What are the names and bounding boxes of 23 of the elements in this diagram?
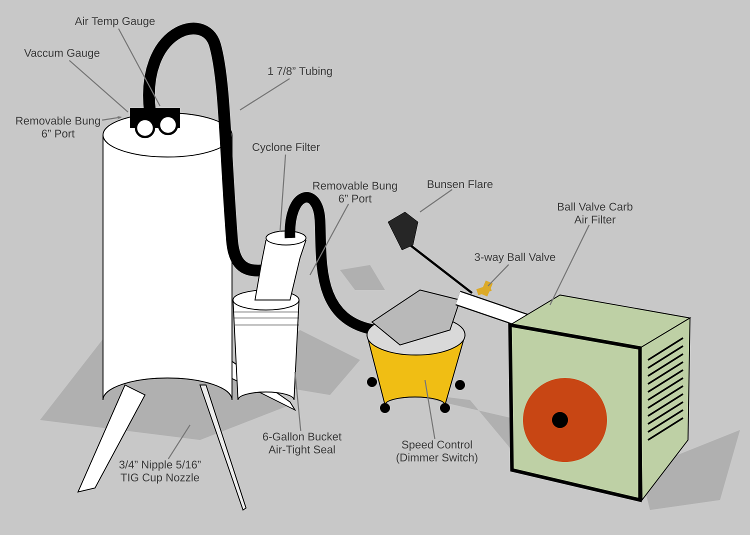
- leader-line: [420, 189, 452, 212]
- leader-line: [68, 60, 128, 112]
- part-label: 6-Gallon Bucket Air-Tight Seal: [262, 432, 342, 456]
- part-label: Vaccum Gauge: [24, 48, 100, 60]
- part-label: Removable Bung 6” Port: [313, 181, 397, 203]
- part-label: Bunsen Flare: [428, 180, 493, 188]
- leader-line: [310, 204, 350, 276]
- part-label: Cyclone Filter: [252, 142, 320, 154]
- part-label: 3-way Ball Valve: [474, 252, 556, 264]
- part-label: Speed Control (Dimmer Switch): [396, 440, 478, 464]
- leader-line: [240, 78, 290, 110]
- leader-line: [294, 372, 302, 432]
- leader-line: [549, 224, 590, 306]
- leader-line: [118, 28, 161, 106]
- leader-line: [488, 264, 510, 286]
- leader-line: [424, 380, 436, 440]
- part-label: 3/4” Nipple 5/16” TIG Cup Nozzle: [119, 460, 201, 484]
- leader-line: [168, 424, 190, 460]
- part-label: Removable Bung 6” Port: [16, 116, 100, 138]
- part-label: Air Temp Gauge: [74, 16, 155, 28]
- part-label: Ball Valve Carb Air Filter: [558, 202, 632, 224]
- part-label: 1 7/8” Tubing: [268, 66, 332, 78]
- leader-line: [279, 154, 286, 232]
